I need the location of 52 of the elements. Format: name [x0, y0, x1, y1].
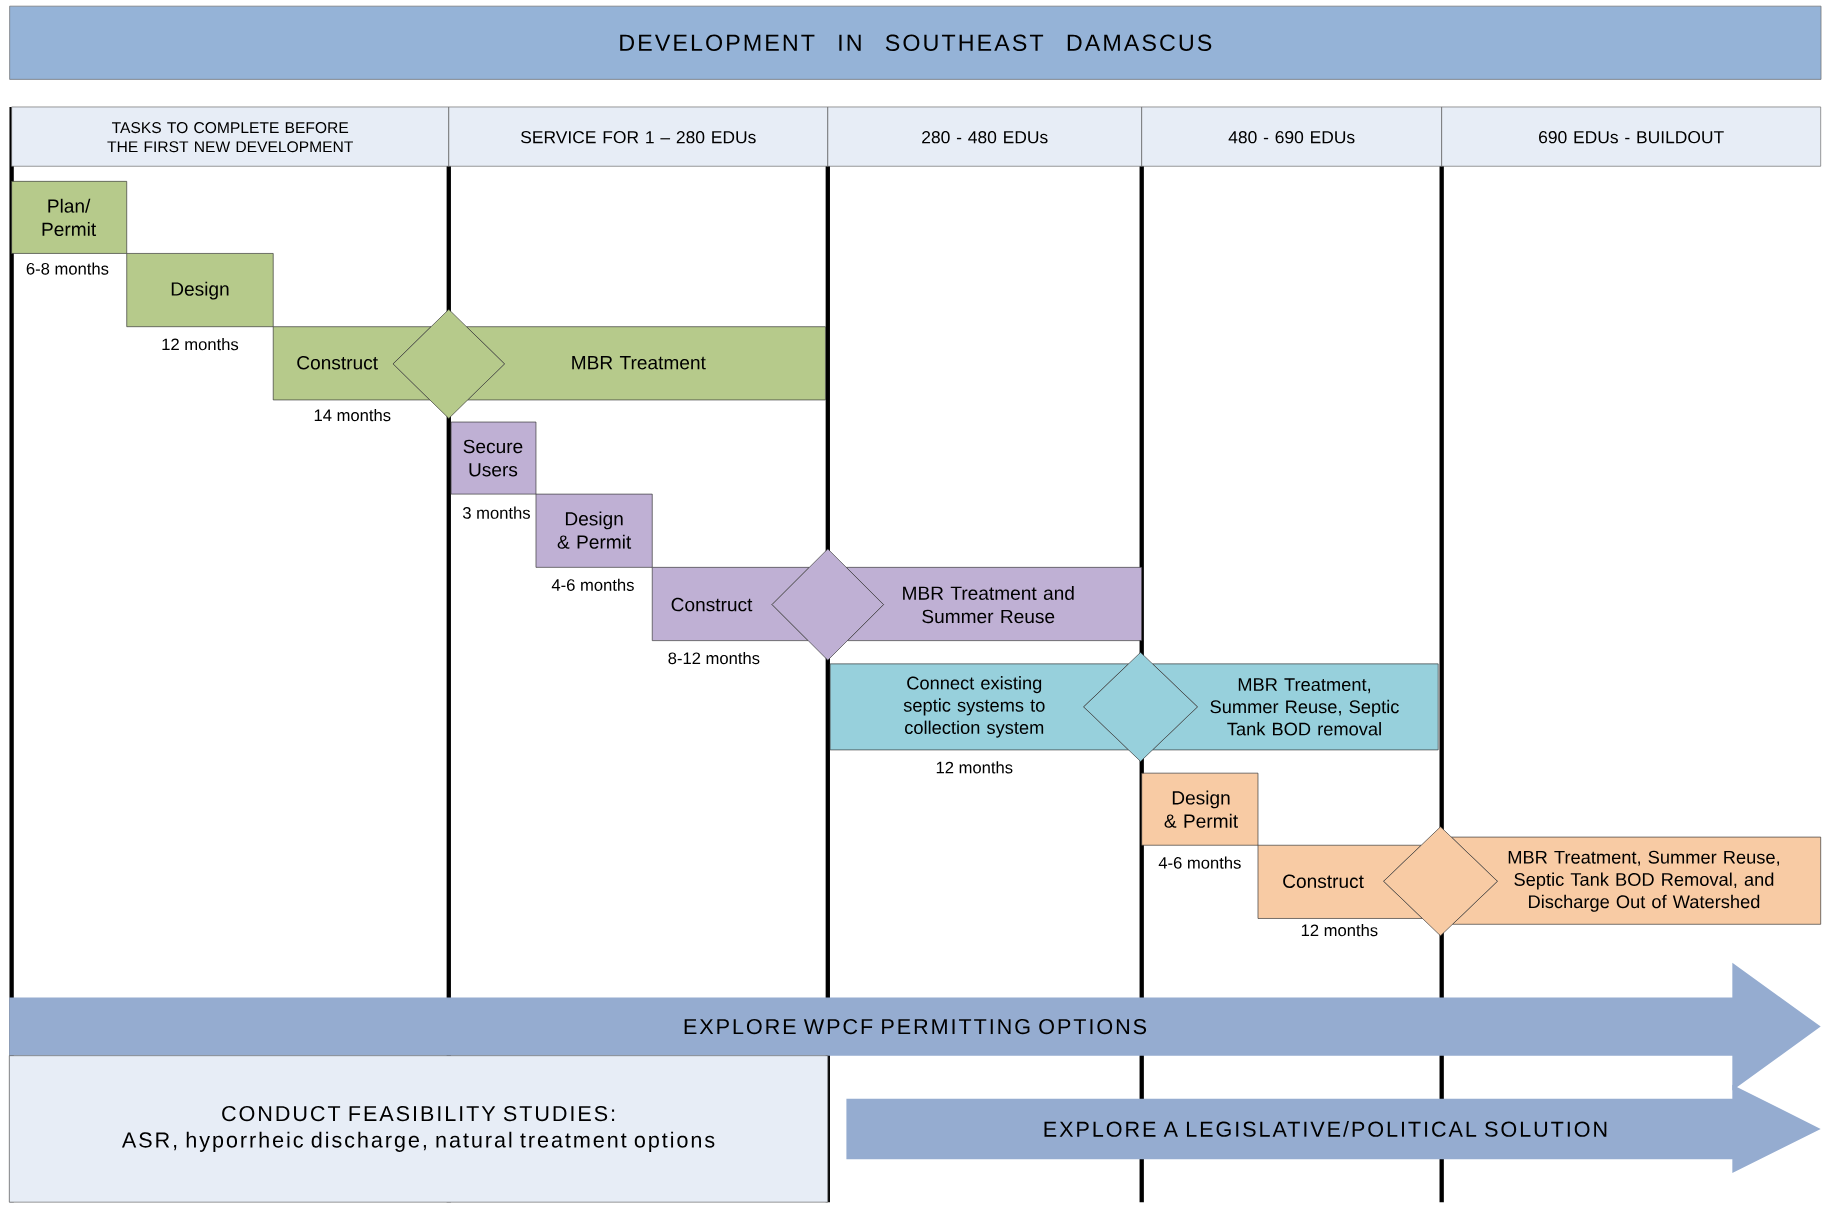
study-box — [8, 1055, 829, 1203]
duration-label: 4-6 months — [1158, 856, 1241, 869]
header-cell — [11, 106, 450, 167]
task-bar — [651, 566, 810, 641]
task-bar — [846, 566, 1143, 641]
phase-banner — [846, 1084, 1821, 1173]
duration-label: 14 months — [314, 408, 391, 421]
header-cell — [1441, 106, 1822, 167]
task-label: Design — [171, 281, 229, 300]
duration-label: 12 months — [162, 337, 239, 350]
milestone-diamond — [1083, 651, 1198, 762]
task-label: Construct — [297, 355, 378, 370]
milestone-diamond — [392, 308, 505, 419]
task-label: MBR Treatment and Summer Reuse — [903, 585, 1074, 623]
duration-label: 3 months — [462, 506, 530, 519]
header-cell — [448, 106, 829, 167]
task-bar — [1141, 772, 1259, 846]
task-label: MBR Treatment, Summer Reuse, Septic Tank BOD removal — [1210, 678, 1399, 736]
task-label: Design & Permit — [557, 511, 632, 549]
milestone-diamond — [771, 548, 884, 661]
task-bar — [535, 493, 653, 568]
task-label: Plan/ Permit — [42, 198, 97, 236]
duration-label: 6-8 months — [26, 262, 109, 275]
duration-label: 12 months — [936, 761, 1013, 774]
header-cell — [1141, 106, 1442, 167]
header-cell — [827, 106, 1143, 167]
header-label: 480 - 690 EDUs — [1228, 130, 1355, 144]
band-label: EXPLORE A LEGISLATIVE/POLITICAL SOLUTION — [1044, 1120, 1607, 1137]
task-label: MBR Treatment, Summer Reuse, Septic Tank BOD Removal, and Discharge Out of Watershed — [1508, 850, 1780, 912]
task-bar — [126, 252, 274, 327]
duration-label: 4-6 months — [551, 578, 634, 591]
milestone-diamond — [1383, 826, 1498, 936]
band-label: EXPLORE WPCF PERMITTING OPTIONS — [684, 1018, 1147, 1035]
task-label: Construct — [1283, 874, 1364, 888]
task-label: Construct — [671, 597, 753, 612]
study-label: CONDUCT FEASIBILITY STUDIES: ASR, hyporrheic discharge, natural treatment options — [121, 1105, 715, 1152]
title-band: DEVELOPMENT IN SOUTHEAST DAMASCUS — [9, 5, 1822, 80]
task-bar — [450, 421, 537, 495]
header-label: 280 - 480 EDUs — [922, 130, 1048, 144]
task-bar — [272, 326, 432, 401]
header-label: 690 EDUs - BUILDOUT — [1539, 130, 1724, 144]
task-label: Secure Users — [463, 439, 523, 477]
task-label: MBR Treatment — [572, 355, 706, 370]
task-label: Design & Permit — [1164, 790, 1238, 828]
task-label: Connect existing septic systems to collection system — [903, 675, 1045, 738]
task-bar — [1152, 663, 1439, 750]
duration-label: 12 months — [1301, 923, 1378, 936]
task-bar — [1257, 844, 1423, 919]
header-label: TASKS TO COMPLETE BEFORE THE FIRST NEW DEVELOPMENT — [107, 121, 353, 153]
header-label: SERVICE FOR 1 – 280 EDUs — [521, 130, 756, 144]
duration-label: 8-12 months — [668, 651, 760, 664]
task-bar — [11, 180, 128, 254]
